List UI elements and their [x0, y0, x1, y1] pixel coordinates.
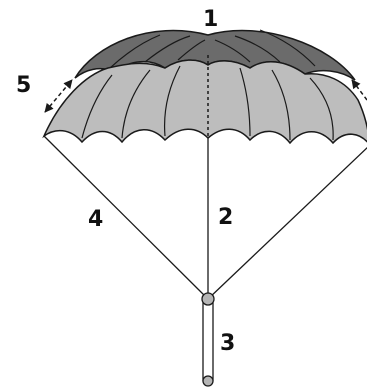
- label-edge-arrow: 5: [16, 73, 31, 98]
- stem: [203, 300, 213, 380]
- inner-canopy: [44, 60, 367, 145]
- label-center-line: 2: [218, 205, 233, 230]
- top-knot: [202, 293, 214, 305]
- bottom-knot: [203, 376, 213, 386]
- label-canopy-top: 1: [203, 7, 218, 32]
- label-suspension-line: 4: [88, 207, 103, 232]
- label-stem: 3: [220, 331, 235, 356]
- suspension-line-left: [44, 136, 208, 299]
